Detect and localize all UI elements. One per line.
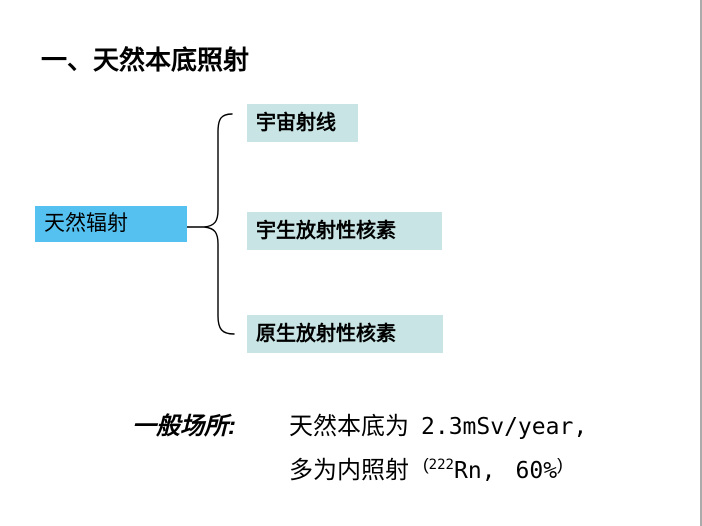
note-line2-cn: 多为内照射 [289,457,409,484]
slide-title: 一、天然本底照射 [41,45,250,75]
note-line-1: 天然本底为 2.3mSv/year, [289,408,587,446]
close-paren: ) [557,455,563,474]
radon-share-percent: 60% [515,458,558,484]
isotope-symbol: Rn, [453,458,496,484]
note-dose-value: 2.3mSv/year, [421,414,588,440]
note-line-2: 多为内照射 (222Rn, 60%) [289,446,587,490]
note-line1-cn: 天然本底为 [289,413,409,440]
note-lead-general-places: 一般场所: [132,413,236,440]
isotope-mass-number: 222 [428,457,454,473]
slide-right-edge-line [700,0,702,526]
branch-node-cosmic-rays: 宇宙射线 [247,104,358,142]
branch-node-cosmogenic-radionuclides: 宇生放射性核素 [247,212,442,250]
root-node-natural-radiation: 天然辐射 [35,206,187,242]
note-body: 天然本底为 2.3mSv/year, 多为内照射 (222Rn, 60%) [289,408,587,490]
open-paren: ( [423,455,429,474]
branch-node-primordial-radionuclides: 原生放射性核素 [247,315,443,353]
